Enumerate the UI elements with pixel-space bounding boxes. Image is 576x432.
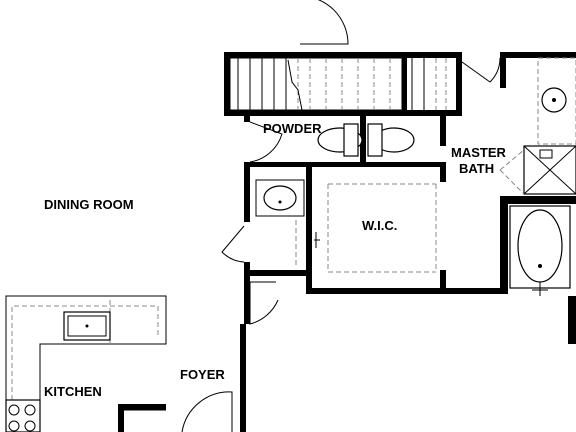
wall-powder-divider (360, 116, 366, 162)
doors (181, 0, 501, 432)
wall-bath-left (440, 110, 446, 146)
room-label-master-bath-2: BATH (459, 161, 494, 176)
room-label-wic: W.I.C. (362, 218, 397, 233)
wall-stair-left (224, 52, 230, 110)
staircase (229, 57, 447, 111)
wall-foyer-left (244, 262, 250, 324)
wall-powder-left (244, 162, 250, 222)
wall-bath-top (500, 52, 576, 58)
room-label-dining: DINING ROOM (44, 197, 134, 212)
door-closet (221, 225, 245, 263)
room-label-powder: POWDER (263, 121, 322, 136)
powder-fixtures (255, 123, 415, 217)
room-label-foyer: FOYER (180, 367, 225, 382)
wall-foyer-right (240, 324, 246, 432)
wall-wic-right-top (440, 162, 446, 182)
wall-powder-top (224, 110, 462, 116)
wall-powder-left-top (244, 110, 250, 122)
wall-stair-right (456, 52, 462, 110)
wall-tub-top (500, 196, 576, 204)
door-powder (249, 121, 283, 163)
door-top (300, 0, 349, 45)
room-label-kitchen: KITCHEN (44, 384, 102, 399)
wall-kitchen-top (118, 404, 166, 410)
walls (118, 52, 576, 432)
powder-sink (263, 185, 297, 211)
master-bath-fixtures (499, 57, 576, 296)
room-label-master-bath-1: MASTER (451, 145, 507, 160)
wall-tub-left (500, 196, 508, 294)
wall-closet-bottom (244, 270, 312, 276)
door-master-bath (461, 57, 501, 83)
wall-stair-divider (402, 58, 407, 112)
wall-bath-door-jamb (500, 58, 506, 88)
wall-wic-right-bottom (440, 270, 446, 294)
wall-powder-bottom (244, 162, 444, 167)
wall-kitchen-left (118, 404, 124, 432)
kitchen-counters (5, 295, 167, 432)
door-foyer (249, 282, 279, 325)
wic-shelving (295, 183, 437, 273)
door-front (181, 391, 233, 432)
wall-wic-bottom (306, 288, 506, 294)
wall-right-lower (568, 296, 576, 344)
wall-wic-left (306, 167, 312, 293)
wall-stair-top (224, 52, 462, 58)
